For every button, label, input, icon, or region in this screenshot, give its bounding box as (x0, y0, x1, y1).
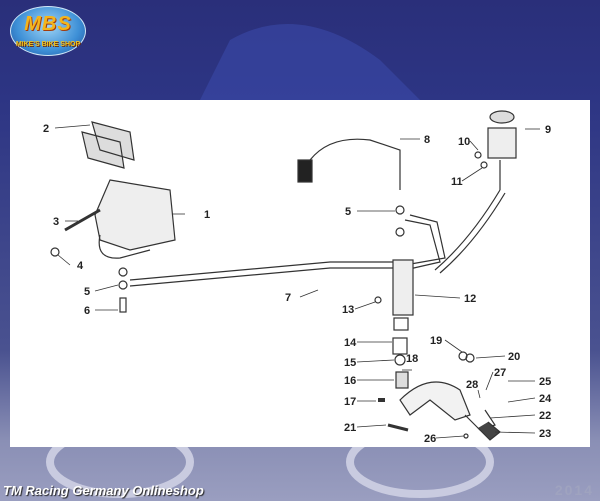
callout-leader-line (475, 355, 506, 359)
part-callout-28: 28 (466, 379, 478, 391)
brake-caliper (94, 179, 176, 251)
part-callout-4: 4 (77, 260, 84, 272)
part-callout-5: 5 (345, 206, 351, 218)
logo-main-text: MBS (24, 13, 72, 35)
callout-leader-line (54, 124, 91, 129)
part-callout-20: 20 (508, 351, 520, 363)
callout-leader-line (356, 424, 387, 428)
part-callout-14: 14 (344, 337, 357, 349)
part-callout-3: 3 (53, 216, 59, 228)
callout-leader-line (57, 254, 71, 266)
part-callout-19: 19 (430, 335, 442, 347)
part-callout-8: 8 (424, 134, 430, 146)
brake-hose (129, 261, 400, 281)
part-callout-18: 18 (406, 353, 418, 365)
callout-leader-line (485, 371, 494, 391)
callout-leader-line (494, 431, 536, 434)
callout-leader-line (477, 389, 481, 399)
part-callout-24: 24 (539, 393, 552, 405)
copyright-year: 2014 (554, 482, 594, 498)
part-callout-15: 15 (344, 357, 356, 369)
sensor-cable (309, 138, 401, 190)
part-callout-22: 22 (539, 410, 551, 422)
part-callout-26: 26 (424, 433, 436, 445)
part-callout-5: 5 (84, 286, 90, 298)
callout-leader-line (356, 359, 395, 363)
part-callout-11: 11 (451, 176, 463, 188)
part-callout-6: 6 (84, 305, 90, 317)
part-callout-9: 9 (545, 124, 551, 136)
part-callout-1: 1 (204, 209, 210, 221)
part-callout-23: 23 (539, 428, 551, 440)
callout-leader-line (469, 140, 479, 151)
mbs-logo[interactable]: MBS MIKE'S BIKE SHOP (10, 6, 86, 56)
callout-leader-line (507, 397, 536, 403)
logo-sub-text: MIKE'S BIKE SHOP (15, 41, 81, 48)
callout-leader-line (299, 289, 319, 298)
part-callout-21: 21 (344, 422, 356, 434)
callout-leader-line (461, 167, 483, 182)
part-callout-2: 2 (43, 123, 49, 135)
callout-leader-line (354, 301, 376, 310)
callout-leader-line (435, 435, 465, 439)
reservoir (487, 127, 517, 159)
part-callout-16: 16 (344, 375, 356, 387)
part-callout-25: 25 (539, 376, 551, 388)
callout-leader-line (489, 414, 536, 419)
master-cylinder (392, 259, 414, 316)
part-callout-10: 10 (458, 136, 470, 148)
part-callout-12: 12 (464, 293, 476, 305)
part-callout-27: 27 (494, 367, 506, 379)
shop-name-footer: TM Racing Germany Onlineshop (3, 483, 204, 498)
brake-pedal (399, 381, 471, 421)
callout-leader-line (444, 339, 463, 353)
part-callout-7: 7 (285, 292, 291, 304)
callout-leader-line (414, 294, 461, 299)
part-callout-13: 13 (342, 304, 354, 316)
callout-leader-line (94, 284, 119, 292)
brake-pads (81, 121, 135, 169)
part-callout-17: 17 (344, 396, 356, 408)
